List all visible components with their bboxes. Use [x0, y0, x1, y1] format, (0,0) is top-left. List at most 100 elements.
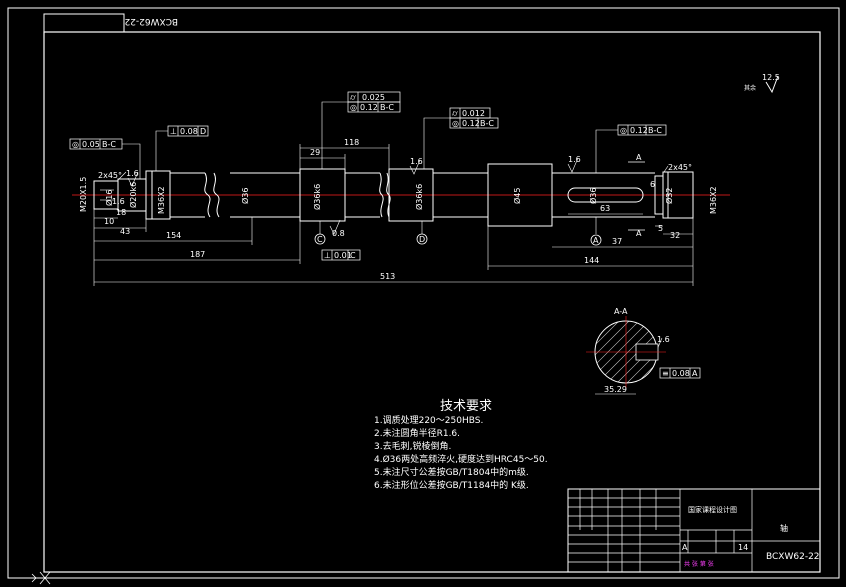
dia-36-label: Ø36 — [240, 188, 250, 204]
fcf-right-sym: ◎ — [620, 126, 627, 135]
dim-118: 118 — [344, 138, 359, 147]
fcf-mid-2: ⌭ 0.012 ◎ 0.12 B-C — [423, 107, 499, 169]
dia-36k6-b-label: Ø36k6 — [414, 184, 424, 210]
section-dim: 35.29 — [604, 385, 627, 394]
fcf-section-val: 0.08 — [672, 369, 690, 378]
ucs-icon — [12, 571, 51, 585]
section-mark-a1: A — [636, 153, 642, 162]
tech-item-6: 6.未注形位公差按GB/T1184中的 K级. — [374, 479, 529, 491]
fcf-mid-2a-val: 0.012 — [462, 109, 485, 118]
rough-3: 1.6 — [568, 155, 581, 164]
fcf-section-ref: A — [692, 369, 698, 378]
datum-a: A — [590, 217, 602, 246]
model-space-frame — [7, 7, 840, 579]
rough-6: 1.6 — [112, 197, 125, 206]
section-label: A-A — [614, 307, 628, 316]
dim-32: 32 — [670, 231, 680, 240]
dia-36k6-a-label: Ø36k6 — [312, 184, 322, 210]
dia-32-label: Ø32 — [664, 188, 674, 204]
title-scale-value: 14 — [738, 543, 748, 552]
fcf-left-1-val: 0.05 — [82, 140, 100, 149]
fcf-left-2-val: 0.08 — [180, 127, 198, 136]
dim-10: 10 — [104, 217, 114, 226]
fcf-mid-2b-sym: ◎ — [452, 119, 459, 128]
fcf-mid-2a-sym: ⌭ — [452, 109, 458, 118]
dim-43: 43 — [120, 227, 130, 236]
dim-29: 29 — [310, 148, 320, 157]
surface-roughness-general: 其余 12.5 — [744, 73, 780, 94]
dimension-lines — [93, 144, 694, 286]
tech-item-2: 2.未注圆角半径R1.6. — [374, 427, 460, 439]
fcf-mid-1a-val: 0.025 — [362, 93, 385, 102]
dia-16-label: Ø16 — [104, 190, 114, 206]
rough-1: 1.6 — [126, 169, 139, 178]
fcf-mid-1a-sym: ⌭ — [350, 93, 356, 102]
fcf-bottom-sym: ⊥ — [324, 251, 331, 260]
thread-right-label: M36X2 — [709, 186, 718, 214]
shaft-outline — [93, 163, 694, 227]
dim-37: 37 — [612, 237, 622, 246]
fcf-section-sym: ≡ — [662, 369, 669, 378]
fcf-right-ref: B-C — [648, 126, 662, 135]
dia-20k6-label: Ø20k6 — [128, 182, 138, 208]
surface-roughness-value: 12.5 — [762, 73, 780, 82]
fcf-mid-1b-val: 0.12 — [360, 103, 378, 112]
dim-187: 187 — [190, 250, 205, 259]
fcf-bottom: ⊥ 0.01 C — [321, 249, 361, 261]
dia-36-right-label: Ø36 — [588, 188, 598, 204]
tech-item-3: 3.去毛刺,锐棱倒角. — [374, 440, 451, 452]
datum-d-label: D — [419, 235, 425, 244]
fcf-left-2-sym: ⊥ — [170, 127, 177, 136]
fcf-left-2: ⊥ 0.08 D — [155, 125, 209, 171]
section-view-aa: A-A 35.29 ≡ 0.08 A — [586, 307, 701, 395]
thread-left-outer: M20X1.5 — [79, 177, 88, 212]
fcf-left-2-ref: D — [200, 127, 206, 136]
fcf-mid-1b-ref: B-C — [380, 103, 394, 112]
title-sheet-text: 共 张 第 张 — [684, 560, 714, 568]
datum-d: D — [416, 221, 428, 245]
drawing-border — [43, 31, 821, 573]
mirrored-code-box — [43, 13, 125, 33]
fcf-mid-2b-ref: B-C — [480, 119, 494, 128]
rough-4: 0.8 — [332, 229, 345, 238]
fcf-left-1-sym: ◎ — [72, 140, 79, 149]
dim-154: 154 — [166, 231, 181, 240]
datum-a-label: A — [593, 236, 599, 245]
dim-6: 6 — [650, 180, 655, 189]
fcf-left-1-ref: B-C — [102, 140, 116, 149]
datum-c: C — [314, 221, 326, 245]
title-stage-letter: A — [682, 543, 688, 552]
chamfer-right: 2x45° — [668, 163, 692, 172]
fcf-mid-1: ⌭ 0.025 ◎ 0.12 B-C — [321, 91, 401, 169]
fcf-bottom-ref: C — [350, 251, 356, 260]
thread-left-inner: M36X2 — [157, 186, 166, 214]
dim-144: 144 — [584, 256, 599, 265]
dim-63: 63 — [600, 204, 610, 213]
title-code: BCXW62-22 — [766, 552, 820, 562]
fcf-mid-2b-val: 0.12 — [462, 119, 480, 128]
chamfer-left: 2x45° — [98, 171, 122, 180]
rough-5: 1.6 — [657, 335, 670, 344]
tech-item-5: 5.未注尺寸公差按GB/T1804中的m级. — [374, 466, 529, 478]
tech-item-1: 1.调质处理220～250HBS. — [374, 414, 483, 426]
rough-2: 1.6 — [410, 157, 423, 166]
tech-item-4: 4.Ø36两处高频淬火,硬度达到HRC45～50. — [374, 453, 548, 465]
fcf-right: ◎ 0.12 B-C — [595, 124, 667, 173]
fcf-mid-1b-sym: ◎ — [350, 103, 357, 112]
fcf-right-val: 0.12 — [630, 126, 648, 135]
tech-requirements: 技术要求 1.调质处理220～250HBS. 2.未注圆角半径R1.6. 3.去… — [374, 399, 548, 491]
dim-5: 5 — [658, 224, 663, 233]
dim-513: 513 — [380, 272, 395, 281]
dia-45-label: Ø45 — [512, 188, 522, 204]
title-header: 国家课程设计图 — [688, 505, 737, 514]
dim-18: 18 — [116, 208, 126, 217]
title-part-name: 轴 — [780, 523, 788, 533]
title-block — [567, 488, 821, 573]
mirrored-code: BCXW62-22 — [124, 16, 178, 26]
tech-heading: 技术要求 — [440, 399, 492, 414]
surface-other-label: 其余 — [744, 84, 756, 92]
fcf-left-1: ◎ 0.05 B-C — [69, 138, 141, 179]
datum-c-label: C — [317, 235, 323, 244]
fcf-bottom-val: 0.01 — [334, 251, 352, 260]
